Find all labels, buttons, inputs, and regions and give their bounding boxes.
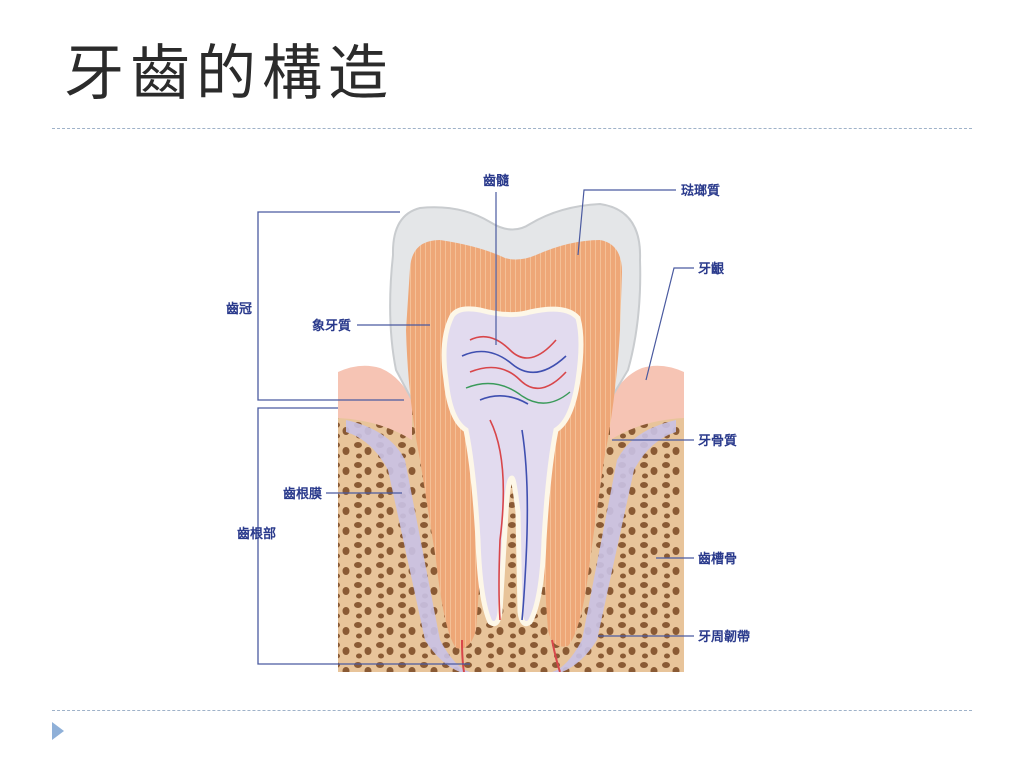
enamel-leader [577, 189, 676, 256]
tooth-cross-section [338, 202, 684, 672]
label-gum: 牙齦 [698, 261, 725, 277]
label-periodontal-ligament: 牙周韌帶 [698, 629, 750, 645]
label-cementum: 牙骨質 [698, 433, 737, 449]
bullet-triangle-icon [52, 722, 64, 740]
label-root: 齒根部 [237, 526, 276, 542]
gum-right [610, 365, 684, 440]
label-alveolar-bone: 齒槽骨 [698, 551, 737, 567]
gum-leader [645, 267, 694, 381]
root-nerve [461, 639, 561, 672]
ligament-left [346, 420, 470, 672]
pulp-vessel-red [469, 335, 567, 621]
label-periodontal-membrane: 齒根膜 [283, 486, 322, 502]
title-divider [52, 128, 972, 129]
pulp-nerve-green [465, 382, 571, 404]
root-bracket [257, 407, 470, 665]
slide-title: 牙齒的構造 [64, 39, 394, 109]
label-crown: 齒冠 [226, 301, 252, 317]
label-pulp: 齒髓 [483, 173, 510, 189]
label-dentin: 象牙質 [312, 318, 351, 334]
ligament-right [552, 420, 676, 672]
crown-bracket [257, 211, 404, 401]
footer-divider [52, 710, 972, 711]
gum-left [338, 365, 412, 440]
label-enamel: 琺瑯質 [681, 183, 720, 199]
pulp-vessel-blue [461, 350, 567, 621]
